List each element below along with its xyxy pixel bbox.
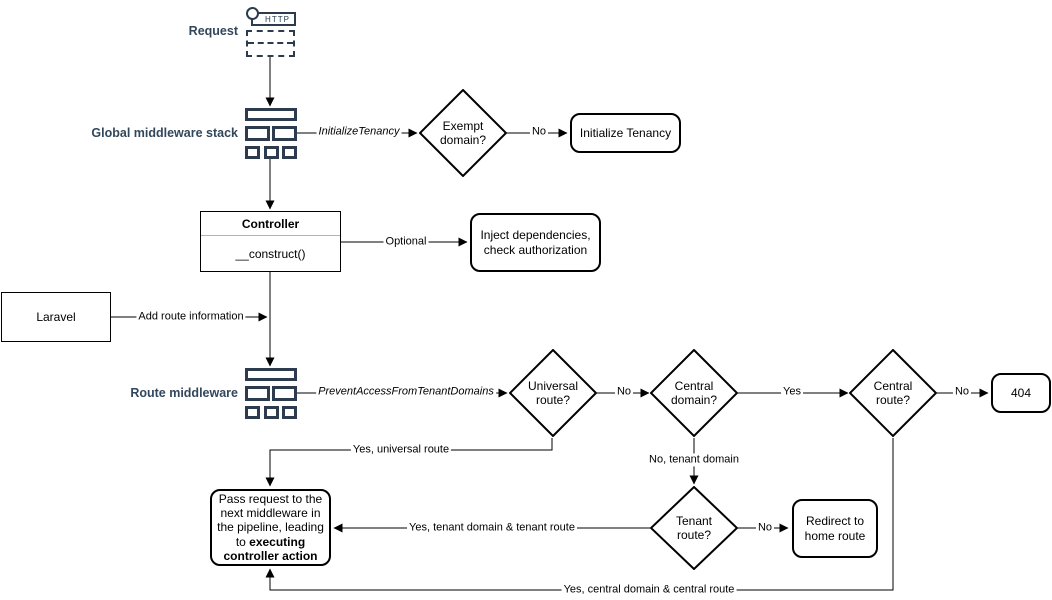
edge-label-no-tenant-domain: No, tenant domain bbox=[647, 453, 741, 467]
edge-label-add-route-information: Add route information bbox=[136, 310, 246, 324]
stack-cell bbox=[263, 146, 279, 159]
initialize-tenancy-text: Initialize Tenancy bbox=[579, 125, 672, 140]
not-found-box[interactable]: 404 bbox=[991, 373, 1051, 413]
universal-route-decision[interactable]: Universal route? bbox=[509, 349, 597, 437]
central-domain-text: Central domain? bbox=[670, 378, 718, 407]
global-middleware-stack-label: Global middleware stack bbox=[91, 126, 238, 140]
http-icon-text: HTTP bbox=[265, 14, 290, 24]
diamond-shape bbox=[509, 349, 597, 437]
request-circle-icon bbox=[246, 7, 259, 20]
diamond-shape bbox=[419, 89, 507, 177]
edge-label-initialize-tenancy: InitializeTenancy bbox=[316, 125, 402, 139]
initialize-tenancy-box[interactable]: Initialize Tenancy bbox=[570, 113, 681, 153]
route-middleware-stack-icon bbox=[245, 368, 297, 419]
stack-row-1 bbox=[245, 368, 297, 381]
stack-row-2 bbox=[245, 386, 297, 401]
universal-route-text: Universal route? bbox=[527, 378, 578, 407]
stack-row-3 bbox=[245, 406, 297, 419]
http-request-icon: HTTP bbox=[246, 7, 296, 57]
edge-label-central-route-no: No bbox=[952, 385, 972, 399]
laravel-text: Laravel bbox=[36, 310, 76, 324]
diamond-shape bbox=[849, 349, 937, 437]
request-label: Request bbox=[188, 24, 238, 38]
stack-cell bbox=[272, 386, 297, 401]
route-middleware-label: Route middleware bbox=[130, 386, 238, 400]
stack-cell bbox=[282, 406, 297, 419]
stack-row-3 bbox=[245, 146, 297, 159]
controller-box[interactable]: Controller __construct() bbox=[200, 211, 341, 272]
edge-label-yes-universal-route: Yes, universal route bbox=[350, 443, 452, 457]
not-found-text: 404 bbox=[1010, 385, 1032, 400]
edge-label-universal-no: No bbox=[614, 385, 634, 399]
edge-label-central-domain-yes: Yes bbox=[781, 385, 803, 399]
stack-cell bbox=[245, 146, 260, 159]
inject-dependencies-box[interactable]: Inject dependencies, check authorization bbox=[470, 213, 601, 272]
stack-row-1 bbox=[245, 108, 297, 121]
stack-cell bbox=[245, 406, 260, 419]
pass-request-text: Pass request to the next middleware in t… bbox=[215, 492, 326, 563]
central-route-text: Central route? bbox=[873, 378, 913, 407]
pass-request-box[interactable]: Pass request to the next middleware in t… bbox=[210, 489, 331, 566]
laravel-box[interactable]: Laravel bbox=[1, 292, 111, 342]
tenant-route-decision[interactable]: Tenant route? bbox=[650, 486, 738, 570]
controller-title: Controller bbox=[201, 212, 340, 236]
request-body-icon bbox=[246, 30, 295, 57]
stack-cell bbox=[282, 146, 297, 159]
inject-dependencies-text: Inject dependencies, check authorization bbox=[480, 228, 591, 257]
edge-label-optional: Optional bbox=[383, 235, 429, 249]
diamond-shape bbox=[650, 486, 738, 570]
redirect-home-text: Redirect to home route bbox=[804, 514, 866, 543]
exempt-domain-text: Exempt domain? bbox=[439, 118, 487, 147]
stack-cell bbox=[272, 126, 297, 141]
diamond-shape bbox=[650, 349, 738, 437]
edge-label-tenant-no: No bbox=[755, 521, 775, 535]
exempt-domain-decision[interactable]: Exempt domain? bbox=[419, 89, 507, 177]
edge-label-exempt-no: No bbox=[529, 125, 549, 139]
tenant-route-text: Tenant route? bbox=[675, 513, 713, 542]
edge-label-yes-tenant-domain-route: Yes, tenant domain & tenant route bbox=[407, 521, 577, 535]
stack-row-2 bbox=[245, 126, 297, 141]
pass-request-normal-text: Pass request to the next middleware in t… bbox=[217, 492, 324, 549]
controller-construct-text: __construct() bbox=[235, 246, 306, 261]
stack-cell bbox=[245, 108, 297, 121]
pass-request-bold-text: executing controller action bbox=[223, 534, 318, 563]
stack-cell bbox=[245, 126, 270, 141]
central-route-decision[interactable]: Central route? bbox=[849, 349, 937, 437]
stack-cell bbox=[245, 368, 297, 381]
edge-label-yes-central-domain-route: Yes, central domain & central route bbox=[561, 583, 737, 597]
global-middleware-stack-icon bbox=[245, 108, 297, 159]
central-domain-decision[interactable]: Central domain? bbox=[650, 349, 738, 437]
stack-cell bbox=[263, 406, 279, 419]
redirect-home-box[interactable]: Redirect to home route bbox=[792, 499, 878, 558]
edge-label-prevent-access: PreventAccessFromTenantDomains bbox=[316, 385, 496, 399]
stack-cell bbox=[245, 386, 270, 401]
